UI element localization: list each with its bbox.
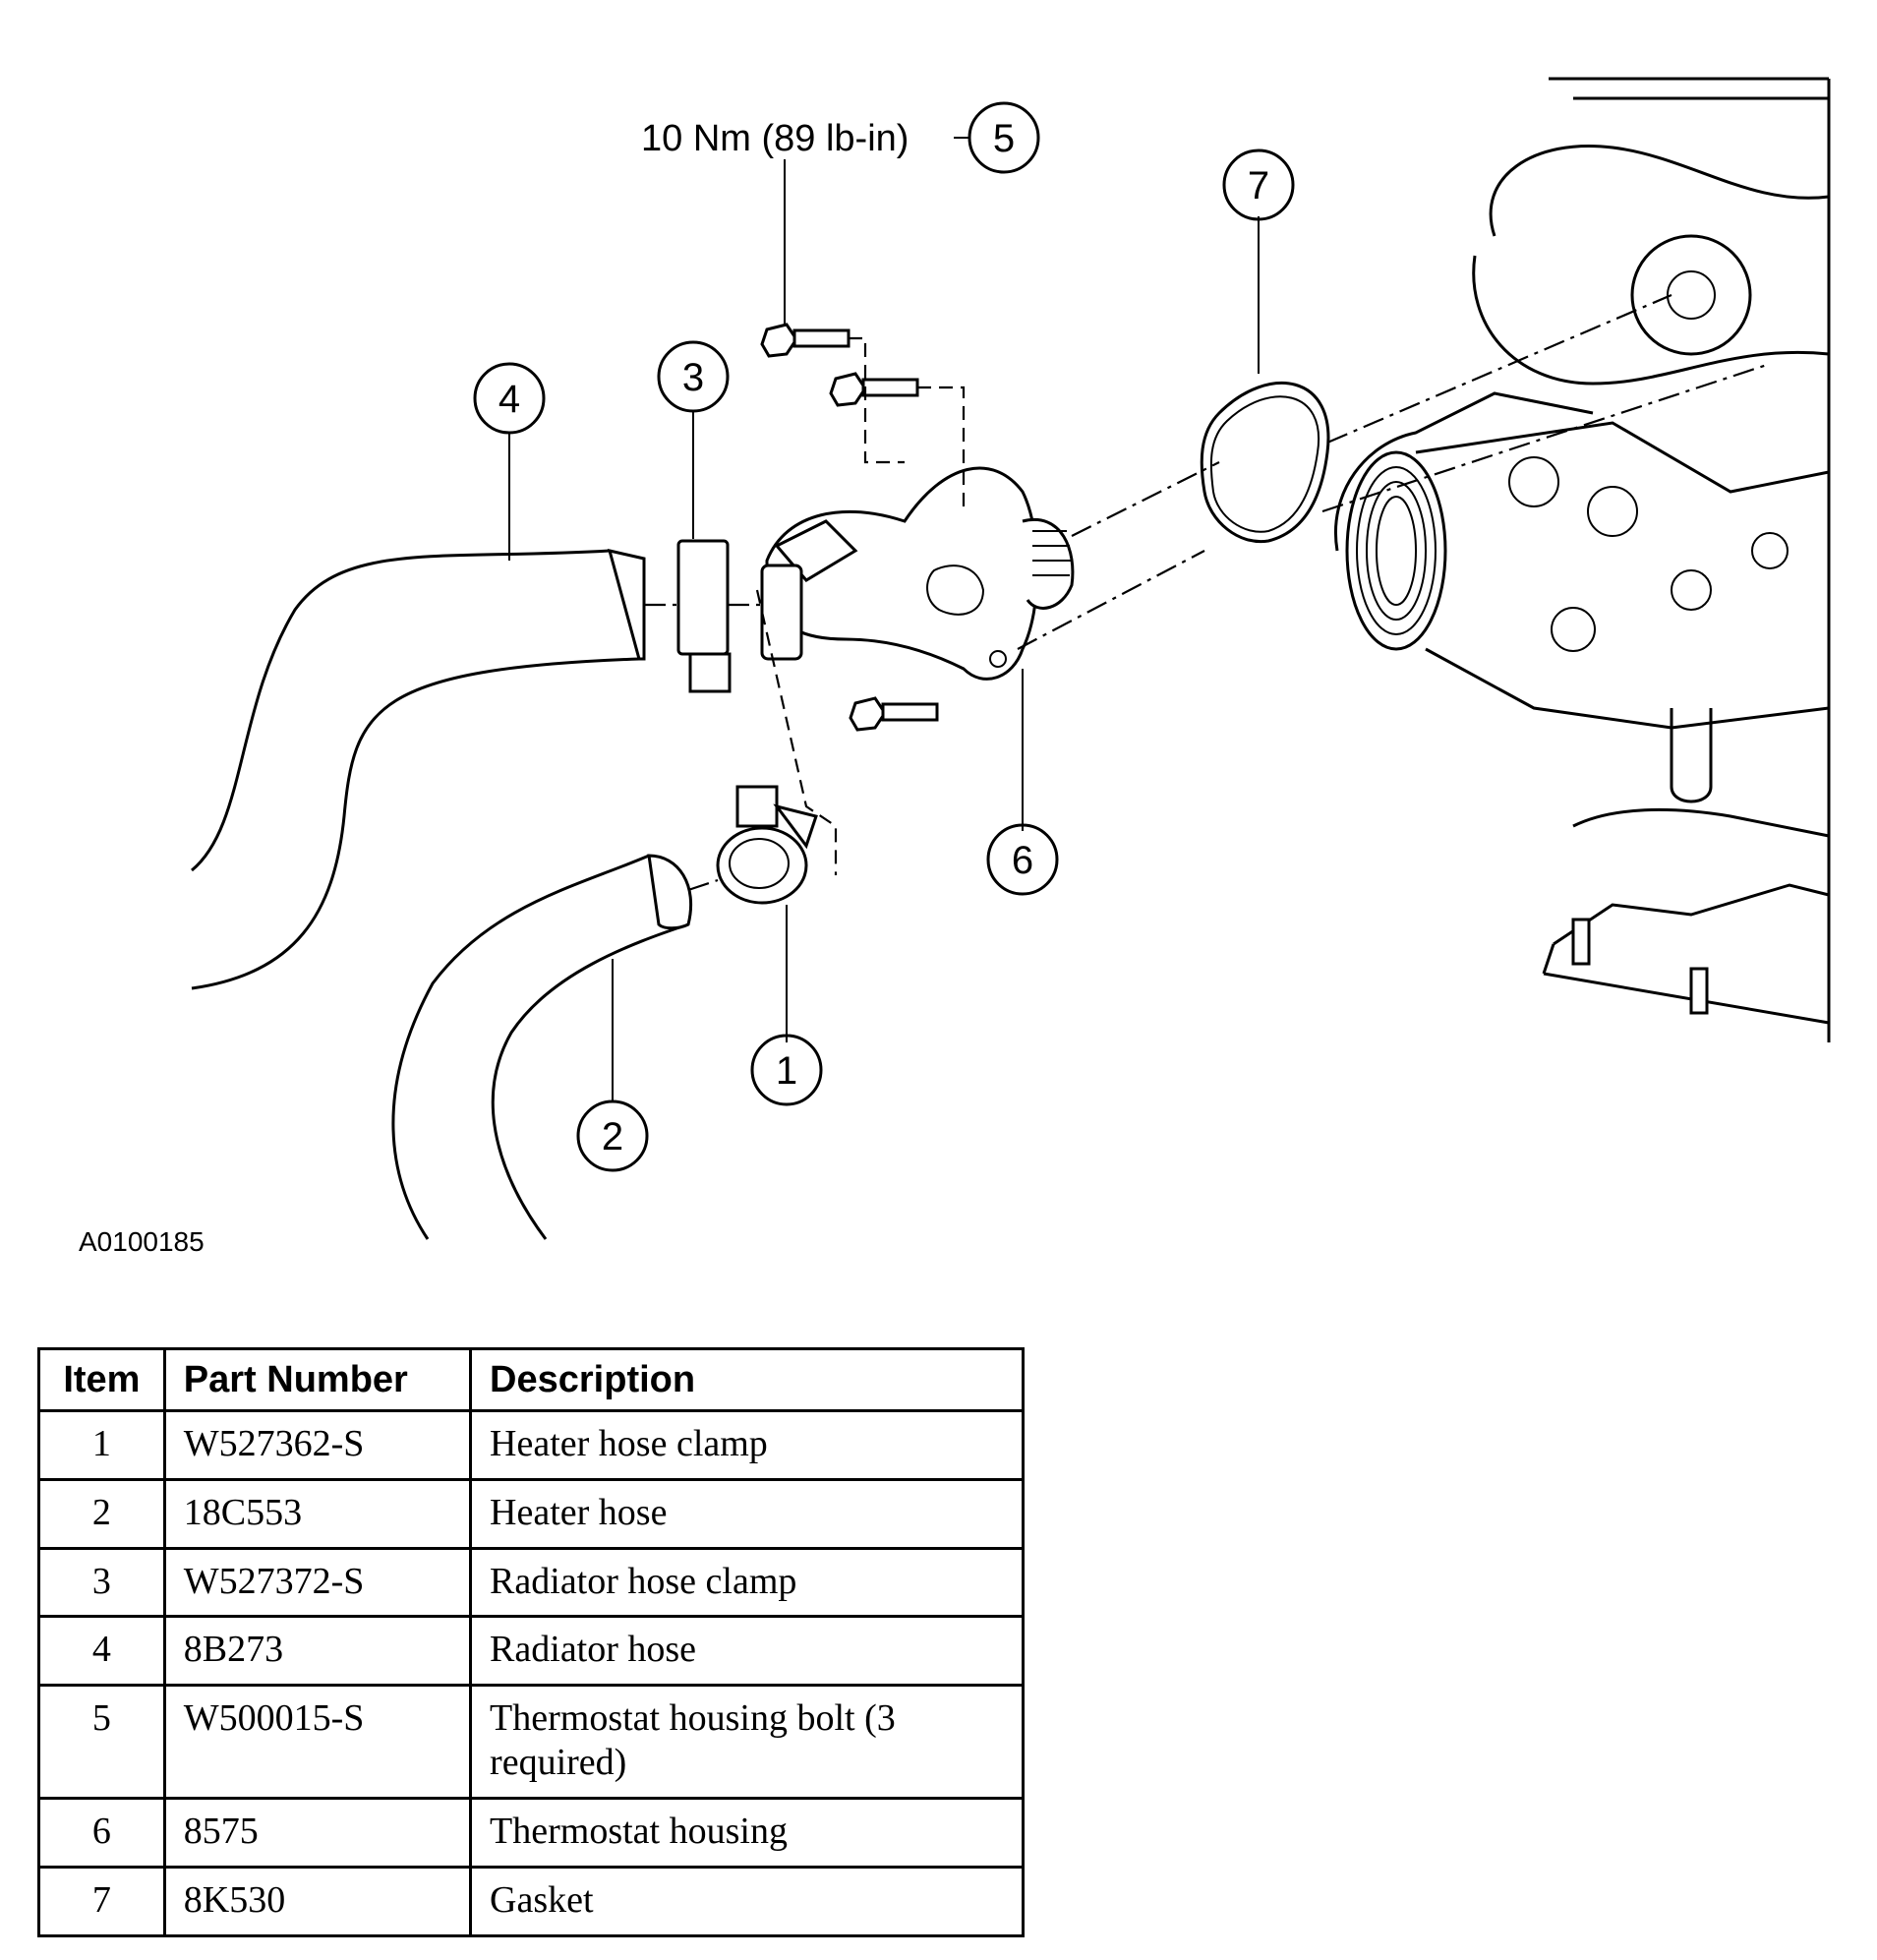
thermostat-housing-drawing	[760, 466, 1075, 681]
part-number-cell: 18C553	[162, 1477, 473, 1550]
callout-7-label: 7	[1248, 164, 1269, 208]
column-header-item: Item	[37, 1347, 166, 1412]
description-cell: Radiator hose	[469, 1615, 1025, 1688]
callout-6-label: 6	[1012, 839, 1033, 882]
item-number-cell: 4	[37, 1615, 166, 1688]
callout-1: 1	[750, 1034, 823, 1106]
callout-2-label: 2	[602, 1115, 623, 1158]
part-number-cell: W500015-S	[162, 1684, 473, 1800]
part-number-cell: W527372-S	[162, 1546, 473, 1619]
part-number-cell: 8B273	[162, 1615, 473, 1688]
description-cell: Heater hose clamp	[469, 1409, 1025, 1481]
table-row: 1 W527362-S Heater hose clamp	[37, 1409, 1025, 1481]
table-row: 2 18C553 Heater hose	[37, 1477, 1025, 1550]
callout-4-label: 4	[499, 378, 520, 421]
figure-id-label: A0100185	[79, 1226, 205, 1257]
item-number-cell: 3	[37, 1546, 166, 1619]
callout-1-label: 1	[776, 1049, 797, 1093]
callout-7: 7	[1222, 148, 1295, 221]
table-row: 5 W500015-S Thermostat housing bolt (3 r…	[37, 1684, 1025, 1800]
gasket-drawing	[1200, 381, 1330, 544]
table-row: 6 8575 Thermostat housing	[37, 1796, 1025, 1869]
table-header-row: Item Part Number Description	[37, 1347, 1025, 1412]
engine-block-drawing	[1334, 77, 1831, 1042]
part-number-cell: W527362-S	[162, 1409, 473, 1481]
item-number-cell: 7	[37, 1865, 166, 1937]
callout-5: 5	[968, 101, 1040, 174]
description-cell: Thermostat housing bolt (3 required)	[469, 1684, 1025, 1800]
heater-hose-clamp-drawing	[716, 785, 818, 905]
table-row: 3 W527372-S Radiator hose clamp	[37, 1546, 1025, 1619]
callout-leader-lines	[508, 137, 1260, 1101]
callout-4: 4	[473, 362, 546, 435]
part-number-cell: 8K530	[162, 1865, 473, 1937]
parts-table: Item Part Number Description 1 W527362-S…	[37, 1347, 1025, 1937]
callout-2: 2	[576, 1099, 649, 1172]
item-number-cell: 2	[37, 1477, 166, 1550]
callout-5-label: 5	[993, 117, 1015, 160]
item-number-cell: 6	[37, 1796, 166, 1869]
description-cell: Thermostat housing	[469, 1796, 1025, 1869]
exploded-view-diagram: 1 2 3 4 5 6 7 10 Nm (89 lb-in) A0100185	[79, 77, 1831, 1257]
radiator-hose-drawing	[191, 548, 646, 990]
callout-6: 6	[986, 823, 1059, 896]
heater-hose-drawing	[391, 854, 693, 1240]
description-cell: Heater hose	[469, 1477, 1025, 1550]
torque-spec-label: 10 Nm (89 lb-in)	[641, 118, 909, 159]
part-number-cell: 8575	[162, 1796, 473, 1869]
item-number-cell: 1	[37, 1409, 166, 1481]
column-header-part-number: Part Number	[162, 1347, 473, 1412]
callout-3-label: 3	[682, 356, 704, 399]
callout-3: 3	[657, 340, 730, 413]
radiator-hose-clamp-drawing	[676, 539, 732, 693]
column-header-description: Description	[469, 1347, 1025, 1412]
description-cell: Radiator hose clamp	[469, 1546, 1025, 1619]
table-row: 4 8B273 Radiator hose	[37, 1615, 1025, 1688]
assembly-guide-lines	[644, 293, 1771, 892]
description-cell: Gasket	[469, 1865, 1025, 1937]
thermostat-housing-bolts-drawing	[760, 323, 939, 732]
table-row: 7 8K530 Gasket	[37, 1865, 1025, 1937]
item-number-cell: 5	[37, 1684, 166, 1800]
